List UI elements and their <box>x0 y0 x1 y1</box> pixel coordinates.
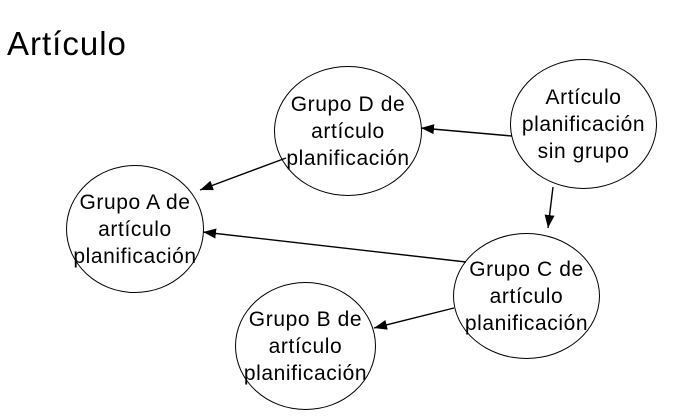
node-grupo-b-line-2: artículo <box>268 334 343 358</box>
node-articulo-sin-grupo-line-3: sin grupo <box>537 139 630 163</box>
node-grupo-a-line-1: Grupo A de <box>79 190 191 214</box>
node-grupo-c: Grupo C de artículo planificación <box>453 233 600 359</box>
edge-sin-grupo-to-grupo-c-arrow <box>544 186 555 229</box>
node-articulo-sin-grupo: Artículo planificación sin grupo <box>510 59 657 189</box>
node-grupo-d-line-3: planificación <box>286 146 410 170</box>
node-grupo-b: Grupo B de artículo planificación <box>235 282 376 410</box>
node-grupo-c-line-1: Grupo C de <box>469 257 584 281</box>
node-grupo-d-line-1: Grupo D de <box>290 92 406 116</box>
edge-sin-grupo-to-grupo-d-arrow <box>420 124 513 137</box>
node-grupo-a-line-3: planificación <box>73 244 197 268</box>
edge-grupo-c-to-grupo-b-arrow <box>373 307 455 330</box>
edge-grupo-c-to-grupo-a-arrow <box>202 228 467 263</box>
node-grupo-c-line-2: artículo <box>489 284 564 308</box>
node-grupo-c-line-3: planificación <box>464 311 589 335</box>
node-grupo-b-line-1: Grupo B de <box>248 307 363 331</box>
node-grupo-d-line-2: artículo <box>311 119 385 143</box>
node-articulo-sin-grupo-line-1: Artículo <box>545 85 622 109</box>
node-grupo-a-line-2: artículo <box>98 217 172 241</box>
diagram-title: Artículo <box>7 25 127 62</box>
node-articulo-sin-grupo-line-2: planificación <box>521 112 646 136</box>
node-grupo-d: Grupo D de artículo planificación <box>274 66 422 196</box>
node-grupo-b-line-3: planificación <box>243 361 368 385</box>
node-grupo-a: Grupo A de artículo planificación <box>66 165 204 293</box>
edge-grupo-d-to-grupo-a-arrow <box>199 157 287 191</box>
